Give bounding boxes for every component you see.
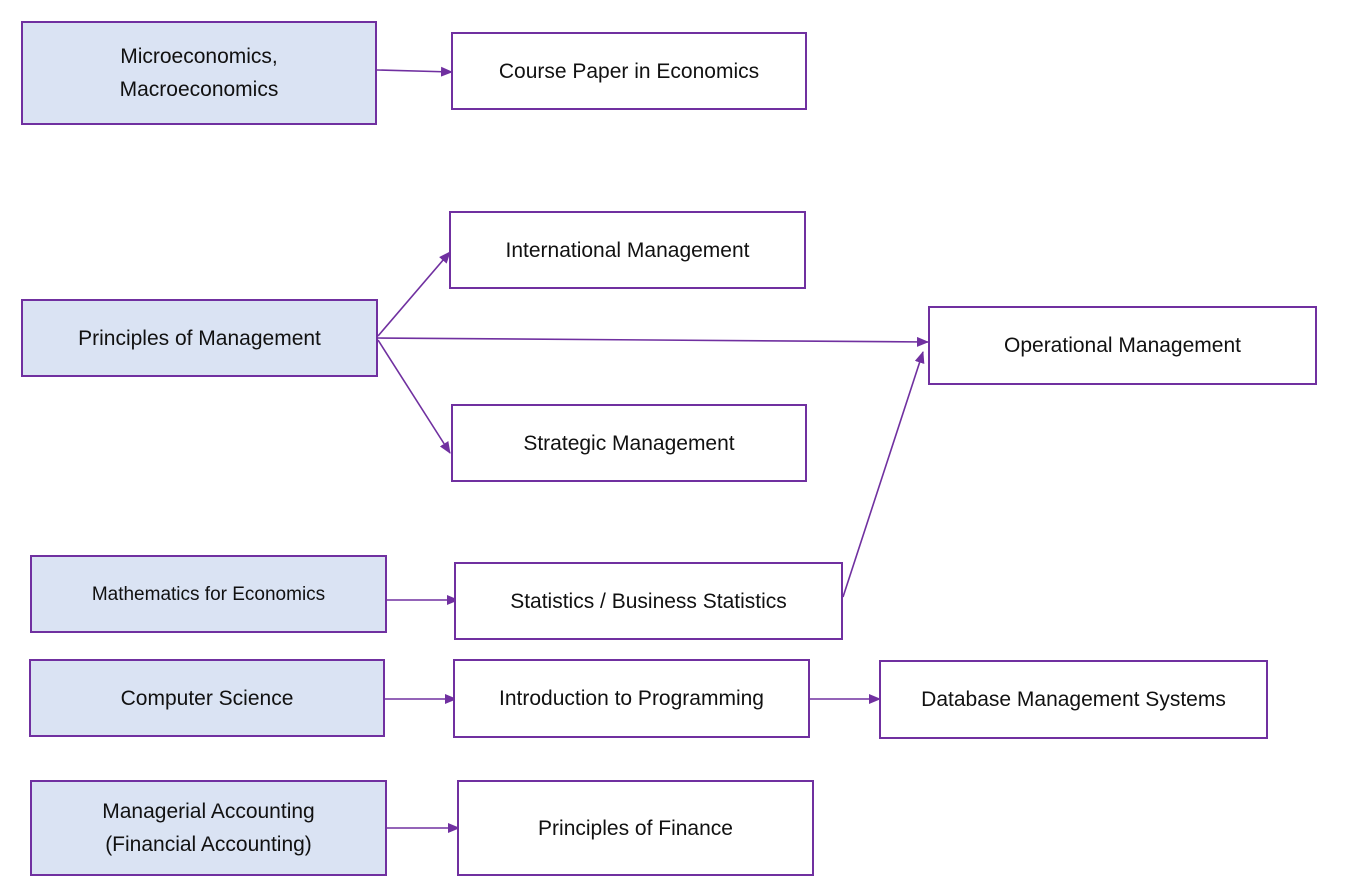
node-course-paper-in-economics: Course Paper in Economics bbox=[451, 32, 807, 110]
node-label: Principles of Management bbox=[78, 326, 321, 350]
node-label: Microeconomics, Macroeconomics bbox=[119, 45, 279, 101]
node-label: Computer Science bbox=[120, 686, 294, 710]
node-label: Database Management Systems bbox=[921, 688, 1226, 711]
node-label: Operational Management bbox=[1004, 334, 1241, 357]
node-computer-science: Computer Science bbox=[29, 659, 385, 737]
node-mathematics-for-economics: Mathematics for Economics bbox=[30, 555, 387, 633]
node-database-management-systems: Database Management Systems bbox=[879, 660, 1268, 739]
node-label: Course Paper in Economics bbox=[498, 59, 760, 83]
node-operational-management: Operational Management bbox=[928, 306, 1317, 385]
node-strategic-management: Strategic Management bbox=[451, 404, 807, 482]
node-label: Managerial Accounting (Financial Account… bbox=[102, 800, 315, 856]
node-label: International Management bbox=[505, 238, 750, 262]
node-principles-of-finance: Principles of Finance bbox=[457, 780, 814, 876]
node-label: Principles of Finance bbox=[538, 816, 733, 840]
node-statistics-business-statistics: Statistics / Business Statistics bbox=[454, 562, 843, 640]
node-principles-of-management: Principles of Management bbox=[21, 299, 378, 377]
node-label: Strategic Management bbox=[523, 431, 735, 455]
arrow-principles-to-international bbox=[377, 251, 451, 337]
arrow-principles-to-operational bbox=[377, 336, 929, 347]
arrow-micro-to-course-paper bbox=[376, 66, 453, 77]
node-international-management: International Management bbox=[449, 211, 806, 289]
arrow-principles-to-strategic bbox=[377, 339, 451, 454]
node-introduction-to-programming: Introduction to Programming bbox=[453, 659, 810, 738]
node-managerial-accounting: Managerial Accounting (Financial Account… bbox=[30, 780, 387, 876]
node-label: Statistics / Business Statistics bbox=[510, 589, 787, 613]
node-label: Mathematics for Economics bbox=[91, 583, 326, 605]
node-label: Introduction to Programming bbox=[499, 687, 764, 710]
arrow-statistics-to-operational bbox=[842, 351, 925, 598]
node-microeconomics-macroeconomics: Microeconomics, Macroeconomics bbox=[21, 21, 377, 125]
